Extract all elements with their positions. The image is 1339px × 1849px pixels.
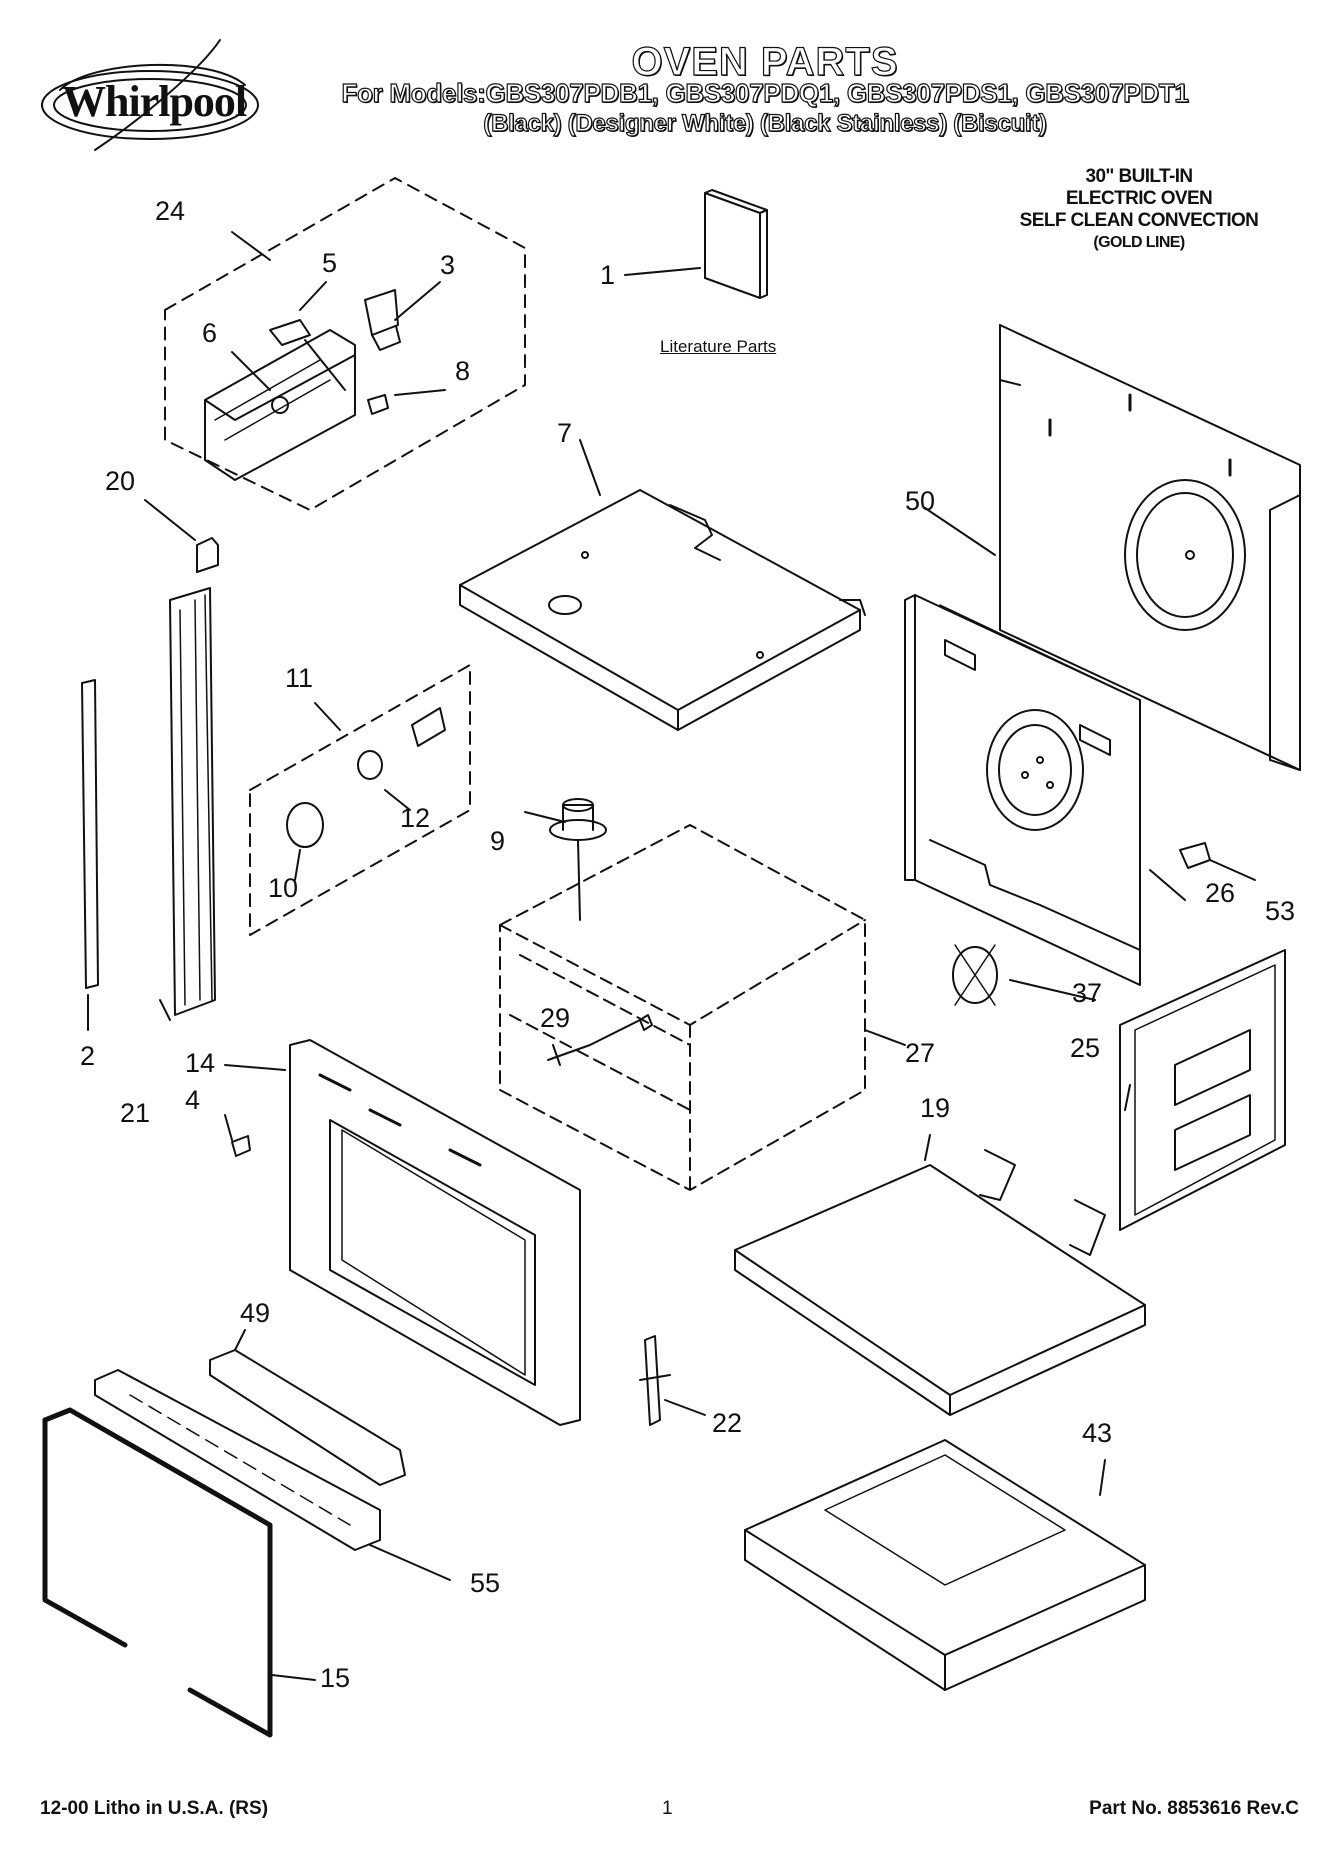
callout-14: 14 — [185, 1048, 216, 1078]
part-25-side-panel — [1119, 949, 1286, 1231]
callout-7: 7 — [557, 418, 573, 448]
callout-50: 50 — [905, 486, 936, 516]
callout-6: 6 — [202, 318, 218, 348]
part-27-oven-cavity — [499, 824, 866, 1191]
callout-24: 24 — [155, 196, 186, 226]
part-4-screw — [231, 1135, 251, 1157]
part-1-literature-parts — [704, 189, 768, 299]
whirlpool-swirl-icon — [41, 39, 259, 151]
product-description: 30" BUILT-IN ELECTRIC OVEN SELF CLEAN CO… — [979, 166, 1299, 254]
callout-3: 3 — [440, 250, 456, 280]
callout-26: 26 — [1205, 878, 1236, 908]
product-line-4: (GOLD LINE) — [1093, 234, 1185, 251]
callout-27: 27 — [905, 1038, 936, 1068]
callout-29: 29 — [540, 1003, 571, 1033]
part-7-top-panel — [459, 489, 866, 731]
part-50-rear-panel — [999, 324, 1301, 771]
literature-parts-label: Literature Parts — [660, 337, 777, 356]
whirlpool-logo: Whirlpool — [40, 50, 290, 160]
part-15-door-gasket — [42, 1407, 273, 1738]
part-26-convection-fan-housing — [904, 594, 1141, 986]
part-2-trim-rod — [81, 679, 99, 989]
footer-litho: 12-00 Litho in U.S.A. (RS) — [40, 1798, 269, 1819]
callout-21: 21 — [120, 1098, 151, 1128]
part-24-control-bracket-assembly — [164, 177, 526, 511]
part-37-fan-blade — [952, 944, 998, 1006]
model-variants: (Black) (Designer White) (Black Stainles… — [483, 109, 1048, 137]
part-19-bottom-panel — [734, 1149, 1146, 1416]
callout-55: 55 — [470, 1568, 501, 1598]
part-11-light-assembly — [249, 664, 471, 936]
callout-1: 1 — [600, 260, 616, 290]
callout-49: 49 — [240, 1298, 271, 1328]
callout-15: 15 — [320, 1663, 351, 1693]
callout-10: 10 — [268, 873, 299, 903]
callout-37: 37 — [1072, 978, 1103, 1008]
callout-12: 12 — [400, 803, 431, 833]
part-22-bracket — [639, 1335, 671, 1426]
part-53-clip — [1179, 842, 1211, 869]
callout-25: 25 — [1070, 1033, 1101, 1063]
callout-2: 2 — [80, 1041, 96, 1071]
part-55-vent-trim — [94, 1369, 381, 1551]
part-number: Part No. 8853616 Rev.C — [1089, 1798, 1299, 1819]
callout-22: 22 — [712, 1408, 743, 1438]
callout-43: 43 — [1082, 1418, 1113, 1448]
callout-4: 4 — [185, 1085, 201, 1115]
callout-20: 20 — [105, 466, 136, 496]
product-line-1: 30" BUILT-IN — [1085, 166, 1193, 187]
product-line-2: ELECTRIC OVEN — [1065, 188, 1213, 209]
brand-wordmark: Whirlpool — [62, 77, 247, 126]
part-20-trim-cap — [196, 537, 219, 573]
callout-9: 9 — [490, 826, 506, 856]
leader-lines — [87, 231, 1256, 1681]
callout-19: 19 — [920, 1093, 951, 1123]
callout-53: 53 — [1265, 896, 1296, 926]
callout-5: 5 — [322, 248, 338, 278]
part-29-sensor — [547, 1014, 653, 1061]
document-title: OVEN PARTS — [631, 39, 899, 84]
callout-8: 8 — [455, 356, 471, 386]
callout-11: 11 — [285, 663, 314, 693]
page-number: 1 — [662, 1798, 673, 1819]
product-line-3: SELF CLEAN CONVECTION — [1019, 210, 1259, 231]
model-numbers: For Models:GBS307PDB1, GBS307PDQ1, GBS30… — [341, 77, 1189, 108]
part-9-fan-motor — [549, 798, 607, 921]
part-49-brace — [209, 1349, 406, 1486]
part-43-bottom-tray — [744, 1439, 1146, 1691]
part-21-side-trim — [169, 587, 216, 1016]
part-14-front-frame — [289, 1039, 581, 1426]
